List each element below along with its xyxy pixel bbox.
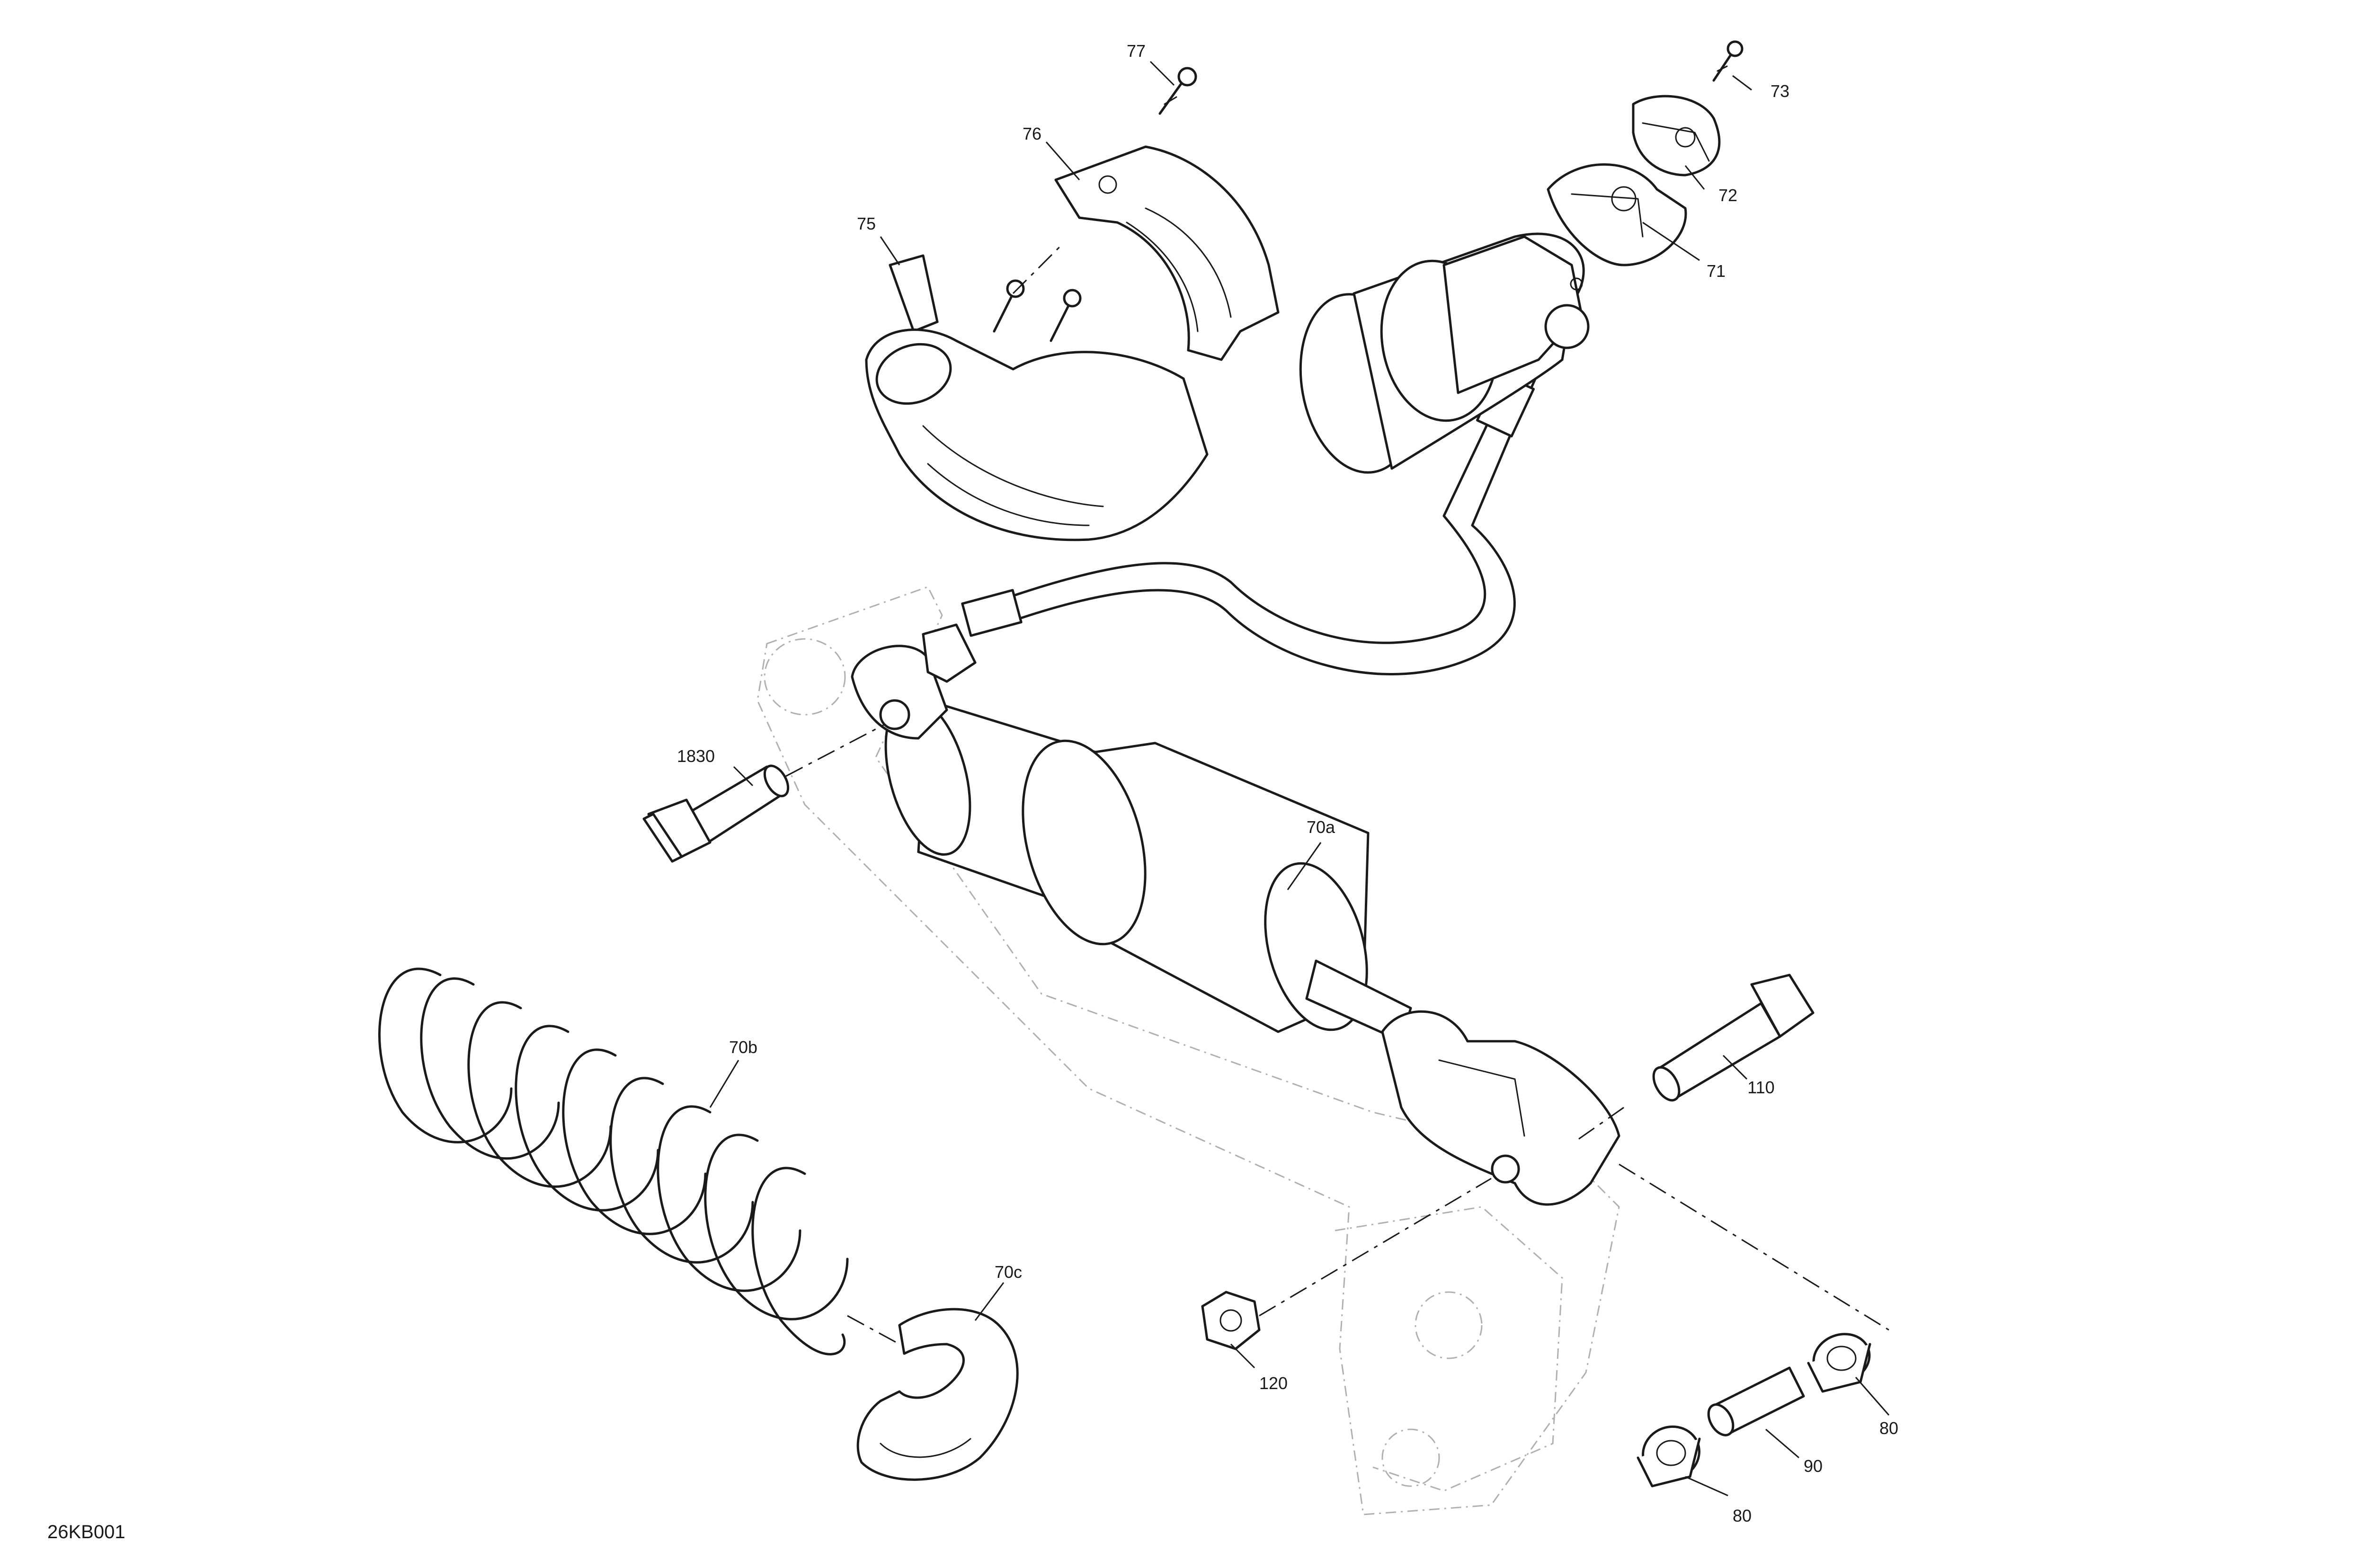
shock-absorber-70a [851,623,1620,1206]
sleeve-90 [1707,1366,1805,1436]
bolt-110 [1576,974,1889,1331]
callout-labels: 77 76 75 73 72 71 70a 1830 70b 110 70c 1… [677,41,1898,1525]
callout-90: 90 [1804,1456,1823,1476]
screw-73 [1712,40,1744,82]
screw-77 [1158,67,1197,115]
bushing-80-right [1807,1333,1871,1393]
callout-73: 73 [1771,81,1789,101]
callout-80-right: 80 [1879,1418,1898,1438]
screws-75 [993,245,1082,342]
callout-76: 76 [1023,124,1041,143]
callout-77: 77 [1127,41,1146,61]
callout-71: 71 [1707,261,1726,281]
clamp-75 [865,254,1209,541]
clamp-76 [1054,145,1280,361]
callout-70b: 70b [729,1037,757,1057]
adjuster-knob-71 [1547,163,1687,266]
bushing-80-left [1637,1425,1701,1488]
bolt-1830 [642,723,886,863]
callout-1830: 1830 [677,746,715,766]
callout-120: 120 [1259,1373,1288,1393]
nut-120 [1201,1178,1492,1350]
callout-75: 75 [857,214,876,233]
reference-code: 26KB001 [47,1522,125,1542]
reservoir [1299,232,1590,474]
swing-arm-phantom [756,586,1620,1515]
callout-70c: 70c [995,1262,1022,1282]
callout-80-left: 80 [1733,1506,1752,1525]
spring-70b [378,967,900,1355]
leader-lines [709,61,1890,1497]
callout-110: 110 [1747,1078,1774,1097]
callout-70a: 70a [1307,817,1335,837]
adjuster-cap-72 [1632,95,1721,177]
callout-72: 72 [1718,186,1737,205]
spring-seat-70c [856,1308,1019,1481]
